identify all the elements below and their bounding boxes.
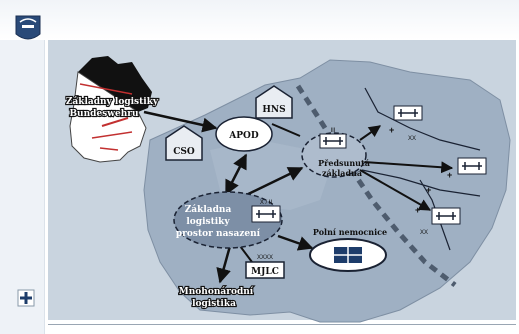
unit-symbol-1: [393, 105, 423, 121]
hns-label: HNS: [262, 105, 285, 115]
top-strip: [0, 0, 519, 40]
arrow-bundeswehr-apod: [143, 110, 218, 133]
area-label-2: logistiky: [186, 217, 230, 227]
arrow-apod-area: [224, 153, 248, 196]
svg-text:Mnohonárodní: Mnohonárodní: [179, 286, 254, 297]
area-label-1: Základna: [185, 204, 232, 215]
hns-node: HNS: [255, 85, 293, 119]
arrow-area-multinational: [216, 245, 232, 284]
link-apod-forward: [271, 123, 301, 137]
unit-2-echelon: XX: [420, 230, 428, 236]
arrow-area-forward: [239, 166, 304, 200]
forward-base-label-2: základna: [322, 168, 362, 178]
svg-text:III: III: [330, 128, 335, 134]
svg-text:Základny logistiky: Základny logistiky: [66, 96, 159, 107]
military-unit-symbol-icon: III: [319, 128, 347, 149]
multinational-label: Mnohonárodní logistika: [178, 285, 255, 310]
area-label-3: prostor nasazení: [176, 228, 261, 239]
forward-base-label-1: Předsunutá: [318, 158, 370, 168]
unit-1-echelon: XX: [408, 136, 416, 142]
arrow-forward-unit3: [359, 169, 432, 211]
svg-text:X / II: X / II: [260, 200, 273, 206]
apod-label: APOD: [228, 131, 259, 141]
apod-node: [215, 116, 273, 152]
cso-label: CSO: [173, 147, 195, 157]
field-hospital-label: Polní nemocnice: [313, 227, 387, 237]
svg-text:Bundeswehru: Bundeswehru: [69, 109, 139, 119]
link-area-mjlc: [239, 245, 253, 263]
svg-text:+: +: [389, 125, 394, 135]
mjlc-echelon: XXXX: [257, 255, 273, 261]
hospital-symbol-icon: [334, 247, 362, 263]
svg-text:+: +: [426, 185, 431, 195]
germany-map-icon: [69, 56, 152, 163]
svg-text:logistika: logistika: [192, 299, 236, 309]
forward-base-node: [301, 132, 367, 178]
mjlc-label: MJLC: [251, 267, 279, 277]
svg-text:+: +: [447, 170, 452, 180]
side-strip: [0, 0, 45, 334]
arrow-area-hospital: [277, 234, 314, 251]
bundeswehr-label: Základny logistiky Bundeswehru: [65, 95, 160, 120]
unit-symbol-3: [431, 207, 461, 225]
svg-text:+: +: [415, 205, 420, 215]
bundeswehr-cross-icon: [17, 289, 35, 307]
arrow-forward-unit1: [359, 125, 381, 141]
area-unit-symbol-icon: X / II: [251, 200, 281, 223]
mjlc-node: MJLC XXXX: [245, 255, 285, 279]
logo-icon: [15, 15, 41, 40]
unit-symbol-2: [457, 157, 487, 175]
arrow-forward-unit2: [363, 161, 454, 174]
cso-node: CSO: [165, 125, 203, 161]
bottom-divider: [48, 324, 516, 325]
